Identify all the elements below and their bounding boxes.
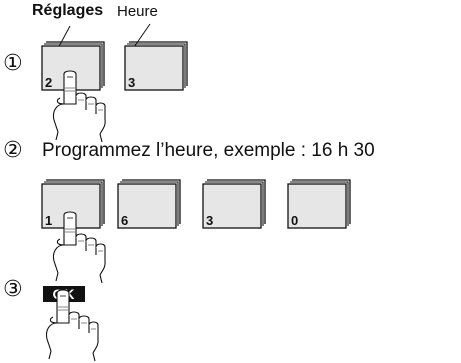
step-3-marker: ③ <box>3 276 23 301</box>
step-1-marker: ① <box>3 50 23 75</box>
reglages-label: Réglages <box>32 2 104 19</box>
key-row2-3-button-label: 3 <box>206 213 213 228</box>
key-2-button[interactable]: 2 <box>41 41 105 91</box>
key-row2-3-button[interactable]: 3 <box>202 179 266 229</box>
heure-label: Heure <box>117 3 158 20</box>
instruction-text: Programmez l’heure, exemple : 16 h 30 <box>42 140 375 161</box>
key-2-button-label: 2 <box>45 75 52 90</box>
key-row2-6-button-label: 6 <box>121 213 128 228</box>
key-row2-6-button[interactable]: 6 <box>117 179 181 229</box>
step-2-marker: ② <box>3 137 23 162</box>
key-3-button-label: 3 <box>128 75 135 90</box>
key-3-button[interactable]: 3 <box>124 41 188 91</box>
key-row2-0-button[interactable]: 0 <box>287 179 351 229</box>
key-row2-0-button-label: 0 <box>291 213 298 228</box>
key-row2-1-button-label: 1 <box>45 213 52 228</box>
